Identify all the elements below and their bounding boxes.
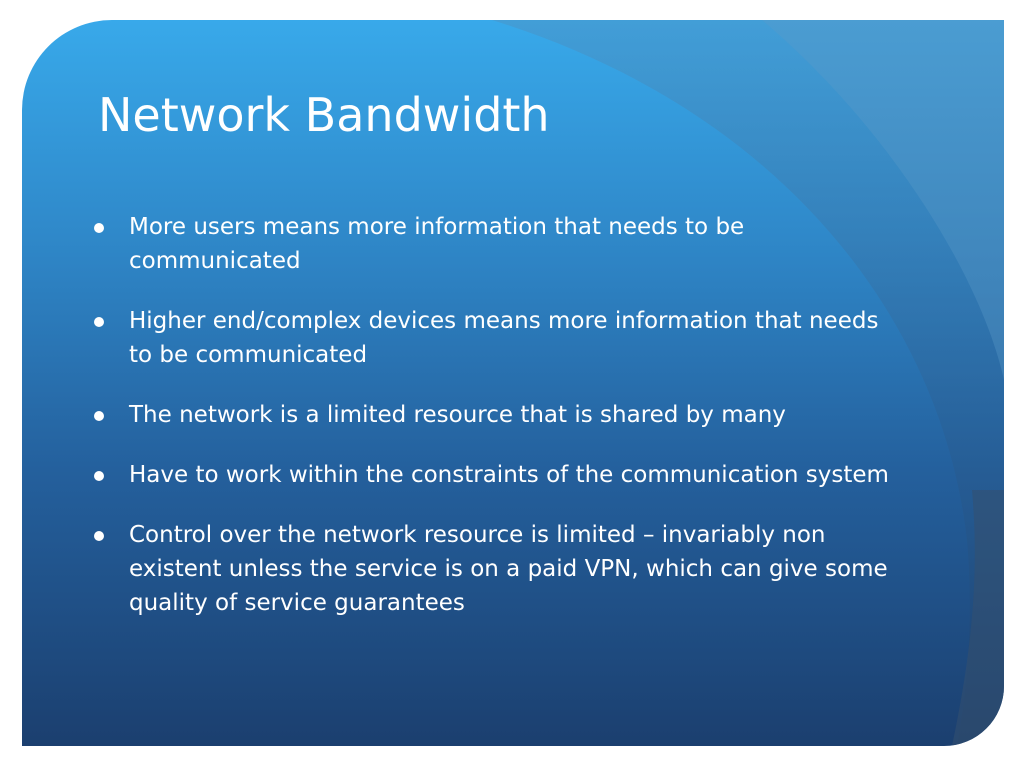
slide-title: Network Bandwidth <box>98 88 550 142</box>
round-bullet-icon <box>94 317 104 327</box>
bullet-item: More users means more information that n… <box>94 210 894 278</box>
bullet-item: Higher end/complex devices means more in… <box>94 304 894 372</box>
round-bullet-icon <box>94 471 104 481</box>
round-bullet-icon <box>94 223 104 233</box>
round-bullet-icon <box>94 531 104 541</box>
slide: Network Bandwidth More users means more … <box>22 20 1004 746</box>
bullet-text: Higher end/complex devices means more in… <box>129 308 879 368</box>
bullet-item: Have to work within the constraints of t… <box>94 458 894 492</box>
bullet-text: More users means more information that n… <box>129 214 745 274</box>
bullet-text: The network is a limited resource that i… <box>129 402 786 428</box>
round-bullet-icon <box>94 411 104 421</box>
bullet-item: Control over the network resource is lim… <box>94 518 894 620</box>
bullet-text: Control over the network resource is lim… <box>129 522 888 616</box>
bullet-item: The network is a limited resource that i… <box>94 398 894 432</box>
background-swoosh <box>492 20 1004 746</box>
bullet-list: More users means more information that n… <box>94 210 894 646</box>
bullet-text: Have to work within the constraints of t… <box>129 462 889 488</box>
